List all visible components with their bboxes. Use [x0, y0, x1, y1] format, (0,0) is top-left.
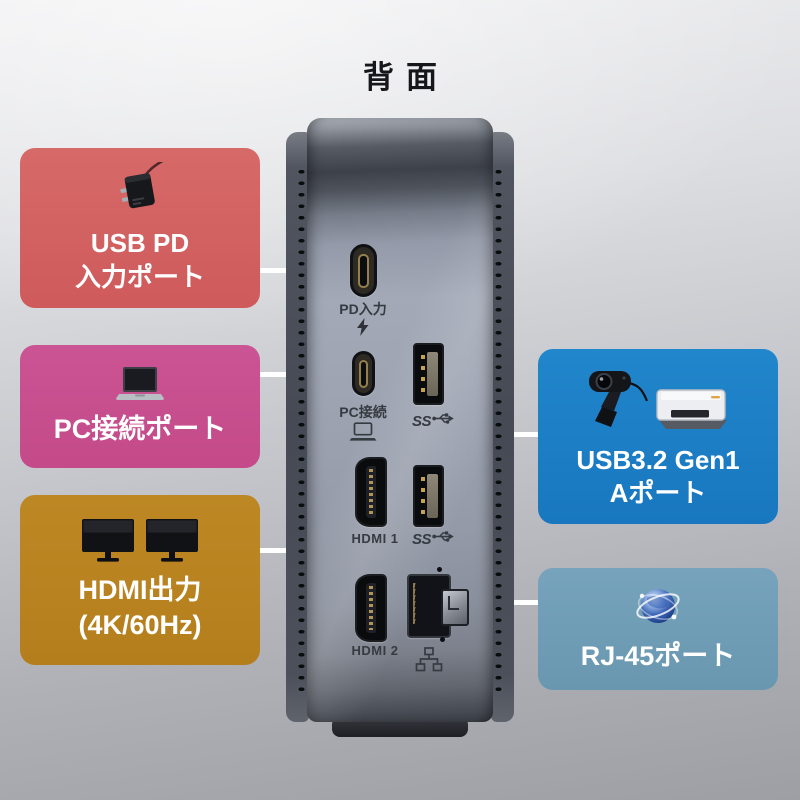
screw-dot — [440, 637, 445, 642]
usb-a-port-1 — [413, 343, 444, 405]
usb-c-pc-port — [352, 351, 375, 396]
lightning-bolt-icon — [357, 318, 369, 341]
callout-rj45-line1: RJ-45ポート — [580, 641, 736, 672]
rj45-contacts — [413, 583, 425, 624]
rj45-clip — [441, 589, 469, 626]
pd-input-label: PD入力 — [339, 301, 387, 317]
usb-a-contacts — [421, 355, 425, 393]
usb-a-tab — [427, 474, 438, 518]
callout-pc-line1: PC接続ポート — [53, 414, 227, 445]
device-rear-panel — [307, 118, 493, 722]
usb-c-slot — [358, 253, 369, 288]
callout-rj45-port: RJ-45ポート — [538, 568, 778, 690]
power-adapter-icon — [109, 162, 171, 218]
callout-hdmi-output: HDMI出力 (4K/60Hz) — [20, 495, 260, 665]
hdmi2-label: HDMI 2 — [351, 643, 399, 658]
usb-trident-icon — [432, 530, 454, 548]
device-right-vent-fin — [491, 132, 514, 722]
ss-text: SS — [411, 412, 432, 430]
rj45-port — [407, 574, 469, 638]
callout-usb-pd-input: USB PD 入力ポート — [20, 148, 260, 308]
docking-station-rear: PD入力 PC接続 SS — [286, 118, 514, 742]
dual-monitor-icon — [80, 518, 200, 564]
usb-a-tab — [427, 352, 438, 396]
callout-usb-a-ports: USB3.2 Gen1 Aポート — [538, 349, 778, 524]
page-title: 背面 — [363, 60, 449, 95]
ethernet-glyph-icon — [415, 647, 443, 677]
hdmi-pins — [369, 586, 373, 630]
callout-usb-a-line1: USB3.2 Gen1 — [576, 444, 740, 475]
hdmi-pins — [369, 469, 373, 515]
pc-connect-label: PC接続 — [339, 404, 387, 420]
callout-usb-a-line2: Aポート — [609, 478, 707, 508]
callout-hdmi-line2: (4K/60Hz) — [78, 609, 202, 640]
usb-ss-label-2: SS — [412, 530, 454, 548]
laptop-glyph-icon — [349, 422, 377, 447]
hdmi-port-2 — [355, 574, 387, 642]
vent-holes — [295, 166, 308, 696]
usb-trident-icon — [432, 412, 454, 430]
usb-a-contacts — [421, 477, 425, 515]
usb-a-port-2 — [413, 465, 444, 527]
callout-usb-pd-line1: USB PD — [90, 228, 190, 259]
webcam-and-printer-icon — [583, 363, 733, 435]
hdmi1-label: HDMI 1 — [351, 531, 399, 546]
usb-ss-label-1: SS — [412, 412, 454, 430]
device-left-vent-fin — [286, 132, 309, 722]
vent-holes — [492, 166, 505, 696]
callout-hdmi-line1: HDMI出力 — [78, 574, 202, 605]
callout-usb-pd-line2: 入力ポート — [74, 261, 205, 292]
callout-pc-port: PC接続ポート — [20, 345, 260, 468]
device-foot — [332, 719, 468, 737]
globe-icon — [633, 584, 683, 630]
hdmi-port-1 — [355, 457, 387, 527]
laptop-icon — [115, 366, 165, 403]
usb-c-slot — [359, 359, 368, 388]
usb-c-pd-port — [350, 244, 377, 297]
ss-text: SS — [411, 530, 432, 548]
screw-dot — [437, 567, 442, 572]
